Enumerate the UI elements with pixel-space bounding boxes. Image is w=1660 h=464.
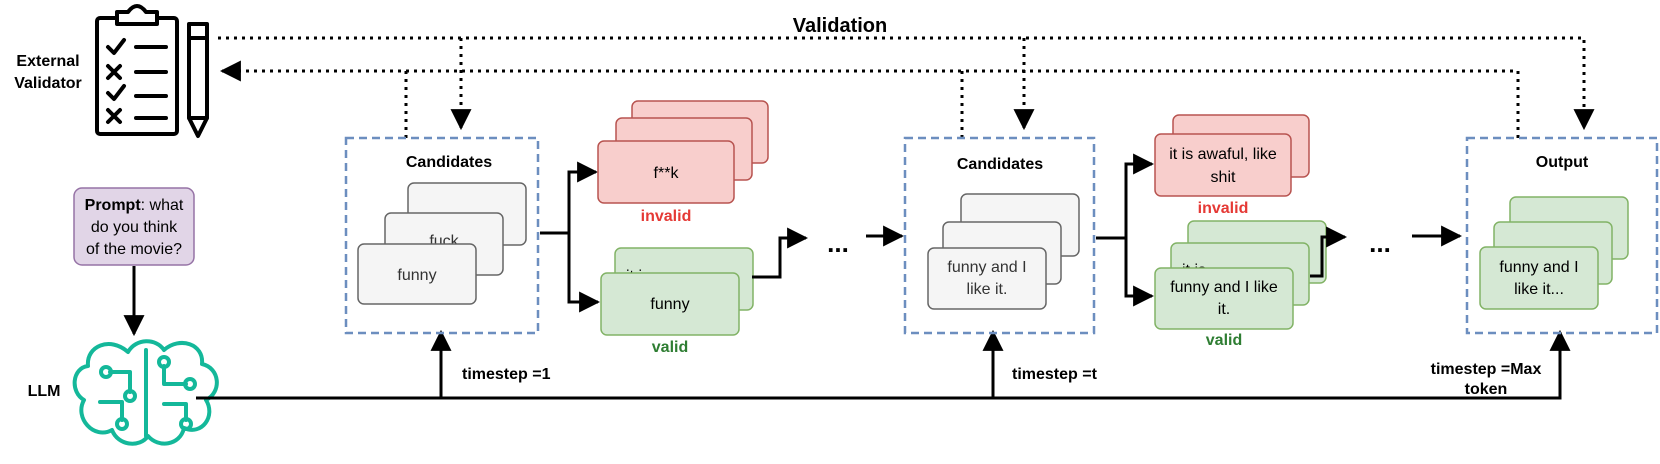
- timestep-t-label: timestep =t: [1012, 366, 1098, 383]
- invalid-label-step2: invalid: [1198, 200, 1249, 217]
- prompt-text-line2: do you think: [91, 219, 178, 236]
- llm-output-line: [196, 329, 1571, 400]
- candidate-card-front-step2-line1: funny and I: [947, 259, 1026, 276]
- invalid-text-step1: f**k: [654, 165, 680, 182]
- valid-text-step2-line1: funny and I like: [1170, 279, 1278, 296]
- prompt-bold-label: Prompt: [85, 197, 142, 214]
- candidates-box-step2: Candidates funny and I like it.: [903, 136, 1096, 335]
- candidates-heading-step2: Candidates: [957, 156, 1043, 173]
- output-heading: Output: [1536, 154, 1589, 171]
- flow-arrows-end: [1310, 225, 1463, 278]
- valid-label-step1: valid: [652, 339, 688, 356]
- candidate-card-front-step2: [927, 247, 1047, 310]
- flow-arrows-mid: [752, 225, 905, 279]
- valid-label-step2: valid: [1206, 332, 1242, 349]
- prompt-box: Prompt: what do you think of the movie?: [73, 187, 195, 266]
- prompt-text-line3: of the movie?: [86, 241, 182, 258]
- candidate-card-front-text: funny: [397, 267, 436, 284]
- llm-label: LLM: [28, 383, 61, 400]
- svg-text:Prompt: what: Prompt: what: [85, 197, 184, 214]
- output-box: Output funny and I like it...: [1465, 136, 1659, 335]
- invalid-label-step1: invalid: [641, 208, 692, 225]
- output-text-line1: funny and I: [1499, 259, 1578, 276]
- candidates-box-step1: Candidates fuck funny: [344, 136, 540, 335]
- split-arrows-step1: [540, 161, 601, 313]
- valid-stack-step1: it is funny valid: [600, 247, 754, 356]
- invalid-text-step2-line1: it is awaful, like: [1169, 146, 1277, 163]
- candidates-heading-step1: Candidates: [406, 154, 492, 171]
- validation-return-line: [219, 60, 1520, 138]
- prompt-text-line1: : what: [141, 197, 184, 214]
- external-validator-line2: Validator: [14, 75, 82, 92]
- output-text-line2: like it...: [1514, 281, 1564, 298]
- valid-text-step1: funny: [650, 296, 689, 313]
- timestep-1-label: timestep =1: [462, 366, 551, 383]
- invalid-stack-step2: it is awaful, like shit invalid: [1154, 114, 1310, 217]
- candidate-card-front: [357, 243, 477, 305]
- valid-text-step2-line2: it.: [1218, 301, 1230, 318]
- valid-stack-step2: it is funny and I like it. valid: [1154, 220, 1327, 349]
- candidate-card-front-step2-line2: like it.: [967, 281, 1008, 298]
- ellipsis-1: ...: [827, 228, 849, 258]
- validation-line-top: [218, 36, 1595, 131]
- ellipsis-2: ...: [1369, 228, 1391, 258]
- timestep-max-label-line2: token: [1465, 381, 1508, 398]
- timestep-max-label-line1: timestep =Max: [1431, 361, 1542, 378]
- external-validator-line1: External: [16, 53, 79, 70]
- validation-loop: [218, 36, 1595, 138]
- invalid-stack-step1: f**k invalid: [597, 100, 769, 225]
- validation-title: Validation: [793, 15, 887, 37]
- invalid-text-step2-line2: shit: [1211, 169, 1236, 186]
- llm-brain-icon: [72, 339, 219, 446]
- clipboard-icon: [95, 4, 179, 136]
- pencil-icon: [187, 22, 209, 138]
- split-arrows-step2: [1096, 153, 1155, 307]
